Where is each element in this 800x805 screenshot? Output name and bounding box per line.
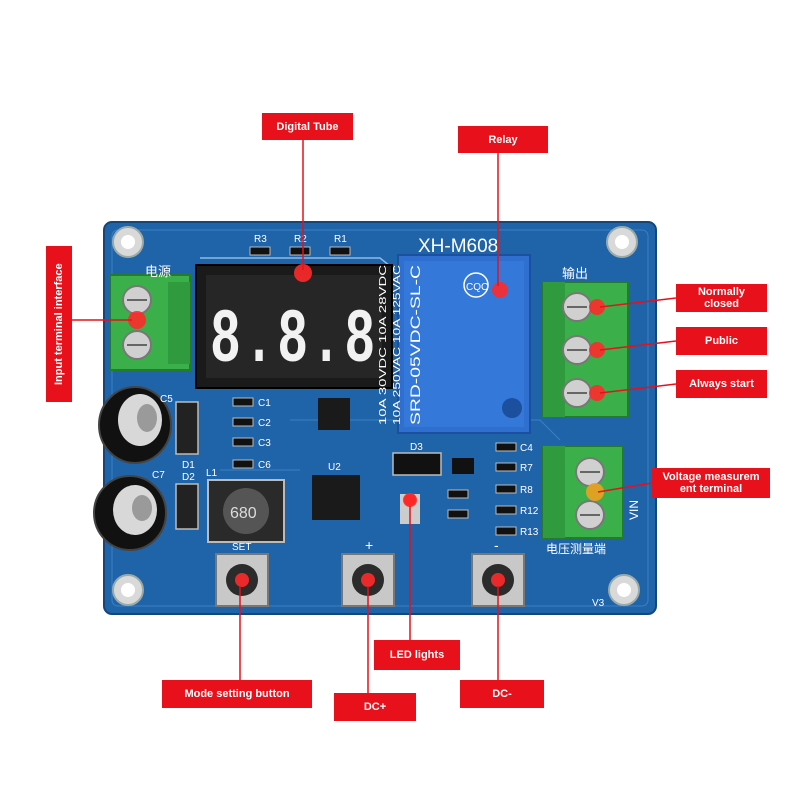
callout-digital-tube: Digital Tube — [262, 113, 353, 140]
callout-normally-closed: Normally closed — [676, 284, 767, 312]
label-plus: + — [365, 537, 373, 553]
voltage-terminal-block — [542, 445, 624, 539]
callout-voltage-terminal: Voltage measurem ent terminal — [652, 468, 770, 498]
mounting-hole-bottom-left — [112, 574, 144, 606]
relay-line-3: 10A 30VDC 10A 28VDC — [378, 265, 389, 425]
callout-relay: Relay — [458, 126, 548, 153]
callout-led-lights: LED lights — [374, 640, 460, 670]
leader-always-start — [599, 383, 677, 394]
marker-set — [235, 573, 249, 587]
callout-dc-plus: DC+ — [334, 693, 416, 721]
relay-line-2: 10A 250VAC 10A 125VAC — [392, 265, 403, 425]
board-output-label: 输出 — [562, 266, 588, 281]
transistor — [452, 458, 474, 474]
marker-input — [128, 311, 146, 329]
callout-public: Public — [676, 327, 767, 355]
label-d2: D2 — [182, 472, 195, 483]
callout-mode-button: Mode setting button — [162, 680, 312, 708]
label-r12: R12 — [520, 506, 539, 517]
marker-normally-closed — [589, 299, 605, 315]
smd-c5 — [175, 401, 199, 455]
mounting-hole-bottom-right — [608, 574, 640, 606]
leader-public — [599, 340, 677, 351]
label-c3: C3 — [258, 438, 271, 449]
mounting-hole-top-left — [112, 226, 144, 258]
inductor-value: 680 — [230, 505, 257, 522]
leader-normally-closed — [599, 297, 677, 308]
marker-public — [589, 342, 605, 358]
marker-minus — [491, 573, 505, 587]
label-r1: R1 — [334, 234, 347, 245]
label-minus: - — [494, 537, 499, 553]
label-c2: C2 — [258, 418, 271, 429]
label-r7: R7 — [520, 463, 533, 474]
board-power-label: 电源 — [145, 264, 171, 279]
electrolytic-capacitor-2 — [93, 475, 167, 551]
label-c7: C7 — [152, 470, 165, 481]
marker-led — [403, 493, 417, 507]
input-terminal-block — [109, 274, 191, 371]
label-c4: C4 — [520, 443, 533, 454]
smd-d2 — [175, 483, 199, 530]
marker-relay — [492, 282, 508, 298]
label-r3: R3 — [254, 234, 267, 245]
board-model-label: XH-M608 — [418, 236, 498, 257]
digital-tube-display — [195, 264, 393, 389]
label-c1: C1 — [258, 398, 271, 409]
callout-input-terminal: Input terminal interface — [46, 246, 72, 402]
electrolytic-capacitor-1 — [98, 386, 172, 464]
label-v3: V3 — [592, 598, 605, 609]
marker-voltage — [586, 483, 604, 501]
label-d3: D3 — [410, 442, 423, 453]
relay-line-1: SRD-05VDC-SL-C — [407, 265, 423, 425]
leader-voltage — [597, 482, 653, 493]
diode-d3 — [392, 452, 442, 476]
label-l1: L1 — [206, 468, 218, 479]
label-c6: C6 — [258, 460, 271, 471]
marker-digital-tube — [294, 264, 312, 282]
relay-brand: CQC — [466, 282, 488, 293]
label-r8: R8 — [520, 485, 533, 496]
chip-u1 — [318, 398, 350, 430]
mounting-hole-top-right — [606, 226, 638, 258]
output-terminal-block — [542, 281, 629, 418]
chip-u2 — [312, 475, 360, 520]
board-voltage-label: 电压测量端 — [546, 542, 606, 556]
marker-plus — [361, 573, 375, 587]
label-d1: D1 — [182, 460, 195, 471]
label-c5: C5 — [160, 394, 173, 405]
label-r13: R13 — [520, 527, 539, 538]
callout-dc-minus: DC- — [460, 680, 544, 708]
relay-component — [397, 254, 531, 434]
callout-always-start: Always start — [676, 370, 767, 398]
label-vin: VIN — [627, 500, 641, 520]
label-u2: U2 — [328, 462, 341, 473]
marker-always-start — [589, 385, 605, 401]
display-digits: 8.8.8 — [210, 298, 378, 384]
label-set: SET — [232, 542, 251, 553]
label-r2: R2 — [294, 234, 307, 245]
